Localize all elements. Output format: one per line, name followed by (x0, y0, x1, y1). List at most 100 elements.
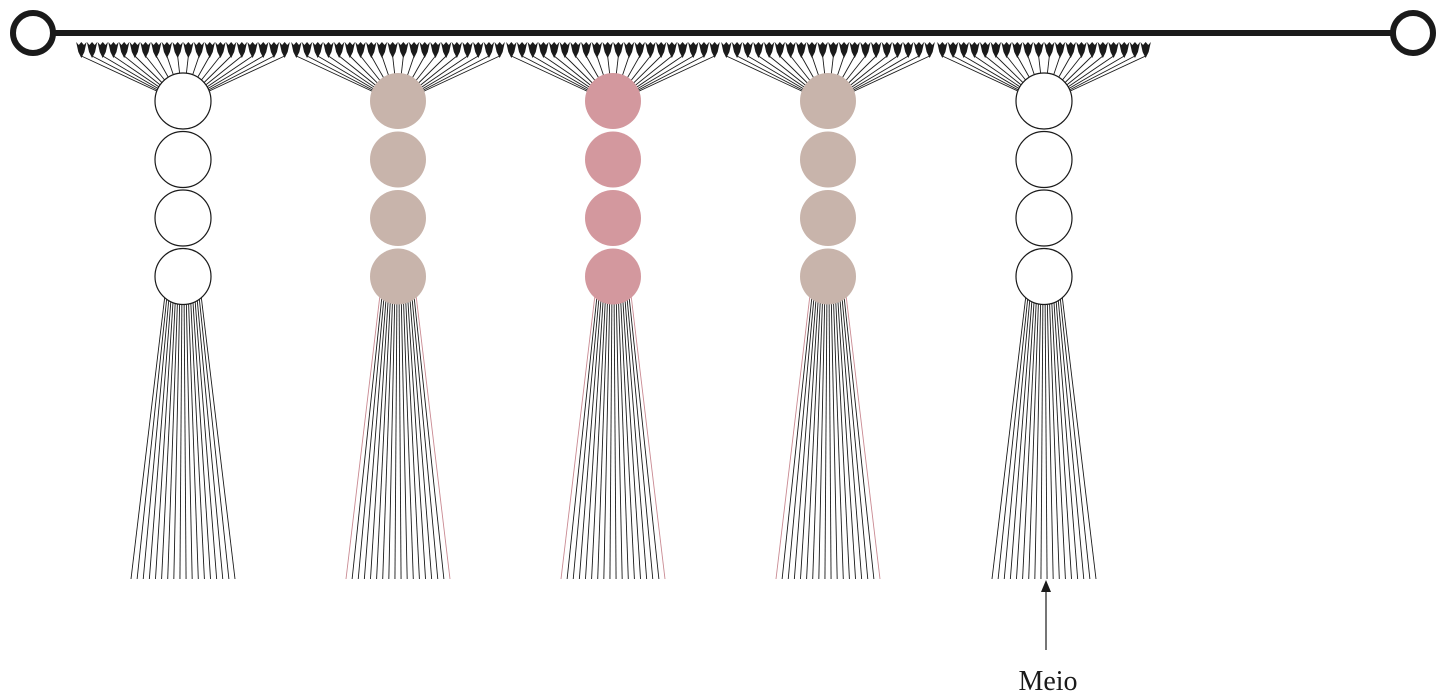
fringe-cord (1016, 286, 1036, 580)
fringe-cord (1044, 286, 1048, 580)
lark-head-knot (215, 42, 226, 58)
lark-head-knot (527, 42, 538, 58)
fringe-cord (840, 286, 869, 580)
bead (370, 190, 426, 246)
bead (1015, 247, 1073, 306)
lark-head-knot (838, 42, 850, 58)
lark-head-knot (506, 42, 517, 58)
fringe-cord (1046, 286, 1054, 580)
bead (1015, 72, 1073, 130)
lark-head-knot (140, 42, 151, 58)
lark-head-knot (990, 42, 1002, 58)
lark-head-knot (721, 42, 732, 58)
fringe-cord (1054, 286, 1079, 580)
lark-head-knot (666, 42, 678, 58)
fringe-cord (1050, 286, 1066, 580)
lark-head-knot (548, 42, 560, 58)
lark-head-knot (913, 42, 925, 58)
converging-cord (963, 55, 1027, 94)
lark-head-knot (1022, 42, 1034, 58)
lark-head-knot (570, 42, 581, 58)
lark-head-knot (709, 42, 720, 58)
lark-head-knot (870, 42, 882, 58)
lark-head-knots-row (76, 42, 1151, 58)
fringe-cord (775, 286, 812, 580)
fringe-cord (148, 286, 173, 580)
fringe-cord (627, 286, 660, 580)
fringe-cord (370, 286, 390, 580)
fringe-cord (189, 286, 205, 580)
middle-annotation: Meio (1018, 580, 1078, 697)
fringe-cord (1056, 286, 1085, 580)
lark-head-knot (860, 42, 871, 58)
lark-head-knot (677, 42, 688, 58)
fringe-cord (832, 286, 844, 580)
lark-head-knot (247, 42, 258, 58)
fringe-cord (838, 286, 863, 580)
fringe-cord (830, 286, 838, 580)
tassel-3 (511, 55, 715, 580)
fringe-cord (408, 286, 433, 580)
lark-head-knot (1086, 42, 1098, 58)
fringe-cord (199, 286, 236, 580)
converging-cord (511, 55, 592, 94)
lark-head-knot (806, 42, 818, 58)
tassel-2 (296, 55, 500, 580)
converging-cord (419, 55, 500, 94)
converging-cord (747, 55, 811, 94)
converging-cord (942, 55, 1023, 94)
fringe-cord (818, 286, 826, 580)
fringe-cord (167, 286, 179, 580)
fringe-cord (615, 286, 623, 580)
lark-head-knot (602, 42, 613, 58)
lark-head-knot (204, 42, 215, 58)
lark-head-knot (333, 42, 345, 58)
bead (800, 248, 856, 305)
fringe-cord (842, 286, 875, 580)
converging-cord (630, 55, 694, 94)
fringe-cord (376, 286, 392, 580)
bead (370, 248, 426, 305)
converging-cord (202, 55, 275, 94)
tassel-4 (726, 55, 930, 580)
fringe-cord (363, 286, 388, 580)
converging-cord (726, 55, 807, 94)
fringe-cord (781, 286, 814, 580)
lark-head-knot (1044, 42, 1055, 58)
fringe-cord (388, 286, 396, 580)
fringe-cord (591, 286, 607, 580)
lark-head-knot (97, 42, 108, 58)
bead (1015, 130, 1073, 189)
lark-head-knot (301, 42, 313, 58)
lark-head-knot (462, 42, 473, 58)
lark-head-knot (419, 42, 430, 58)
fringe-cord (394, 286, 398, 580)
fringe-cord (828, 286, 832, 580)
lark-head-knot (623, 42, 635, 58)
fringe-cord (603, 286, 611, 580)
converging-cord (415, 55, 479, 94)
tassel-1 (81, 55, 285, 580)
lark-head-knot (753, 42, 764, 58)
fringe-cord (585, 286, 605, 580)
fringe-cord (173, 286, 181, 580)
lark-head-knot (763, 42, 775, 58)
fringe-cord (1060, 286, 1097, 580)
fringe-cord (609, 286, 613, 580)
bead (370, 73, 426, 129)
converging-cord (845, 55, 909, 94)
lark-head-knot (559, 42, 571, 58)
lark-head-knot (903, 42, 914, 58)
lark-head-knot (398, 42, 409, 58)
fringe-cord (617, 286, 629, 580)
fringe-cord (1009, 286, 1034, 580)
lark-head-knot (1097, 42, 1109, 58)
fringe-cord (412, 286, 445, 580)
lark-head-knot (451, 42, 463, 58)
fringe-cord (191, 286, 211, 580)
lark-head-knot (118, 42, 130, 58)
lark-head-knot (323, 42, 334, 58)
converging-cord (102, 55, 166, 94)
fringe-cord (1040, 286, 1044, 580)
